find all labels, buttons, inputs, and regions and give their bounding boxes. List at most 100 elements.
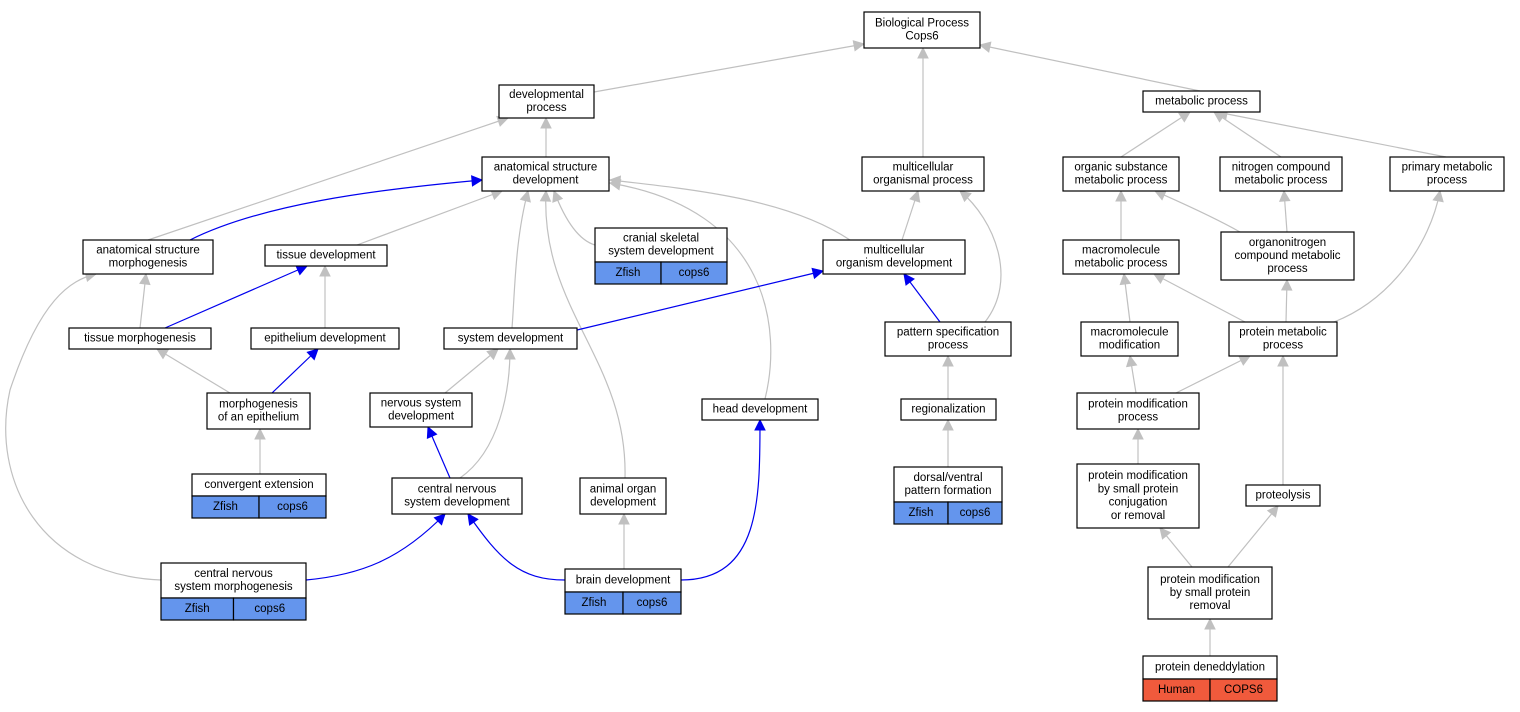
edge-pmodp-to-prmp bbox=[1175, 355, 1252, 394]
node-label-line: multicellular bbox=[893, 161, 954, 173]
node-label-line: Biological Process bbox=[875, 17, 969, 29]
arrowhead-icon bbox=[618, 512, 630, 525]
node-label-line: pattern specification bbox=[897, 326, 999, 338]
arrowhead-icon bbox=[552, 189, 564, 203]
node-label-line: dorsal/ventral bbox=[913, 472, 982, 484]
node-label-line: protein modification bbox=[1088, 470, 1188, 482]
node-box bbox=[1076, 392, 1200, 430]
edge-mm-to-mmp bbox=[1119, 272, 1132, 323]
edge-psp-to-mop bbox=[959, 190, 1002, 323]
edge-mod-to-asd bbox=[608, 175, 851, 241]
cell-label: Zfish bbox=[213, 501, 238, 513]
node-box bbox=[391, 477, 523, 515]
go-term-node-sd[interactable]: system development bbox=[443, 327, 578, 350]
edge-pmspr-to-prot bbox=[1227, 505, 1279, 568]
edge-line bbox=[271, 348, 319, 394]
edge-dev-to-bp bbox=[593, 40, 866, 93]
edge-asd-to-dev bbox=[540, 116, 552, 157]
edge-line bbox=[979, 44, 1201, 92]
edge-aod-to-asd bbox=[539, 189, 626, 479]
node-label-line: by small protein bbox=[1170, 587, 1251, 599]
node-label-line: protein modification bbox=[1088, 398, 1188, 410]
cell-label: Human bbox=[1158, 684, 1195, 696]
annotation-cell-zfish: cops6 bbox=[258, 495, 327, 519]
node-label-line: primary metabolic bbox=[1402, 161, 1493, 173]
arrowhead-icon bbox=[978, 41, 992, 53]
edge-tm-to-td bbox=[164, 264, 309, 329]
arrowhead-icon bbox=[1153, 190, 1167, 201]
node-label-line: organic substance bbox=[1074, 161, 1167, 173]
node-label-line: removal bbox=[1190, 600, 1231, 612]
go-term-node-met[interactable]: metabolic process bbox=[1142, 90, 1261, 113]
node-box bbox=[82, 239, 214, 275]
edge-line bbox=[5, 273, 162, 581]
arrowhead-icon bbox=[1159, 527, 1172, 540]
node-box bbox=[863, 11, 981, 49]
node-box bbox=[1245, 484, 1321, 507]
annotation-cell-zfish: Zfish bbox=[893, 501, 949, 525]
edge-line bbox=[959, 190, 1002, 323]
node-label-line: multicellular bbox=[864, 244, 925, 256]
node-box bbox=[1219, 156, 1343, 192]
go-term-node-ed[interactable]: epithelium development bbox=[250, 327, 400, 350]
edge-ce-to-moe bbox=[254, 427, 266, 474]
go-term-node-td[interactable]: tissue development bbox=[264, 244, 388, 267]
edge-pmsp-to-pmodp bbox=[1132, 427, 1144, 464]
node-box bbox=[1228, 321, 1338, 357]
edge-line bbox=[356, 190, 503, 246]
go-term-node-prot[interactable]: proteolysis bbox=[1245, 484, 1321, 507]
node-label-line: macromolecule bbox=[1082, 244, 1160, 256]
node-label-line: nitrogen compound bbox=[1232, 161, 1330, 173]
arrowhead-icon bbox=[1432, 189, 1444, 203]
edge-nsd-to-sd bbox=[444, 348, 499, 394]
go-term-node-tm[interactable]: tissue morphogenesis bbox=[68, 327, 212, 350]
arrowhead-icon bbox=[754, 418, 766, 431]
arrowhead-icon bbox=[156, 348, 169, 360]
go-term-node-hd[interactable]: head development bbox=[701, 398, 819, 421]
go-term-node-reg[interactable]: regionalization bbox=[900, 398, 997, 421]
arrowhead-icon bbox=[811, 267, 825, 280]
node-label-line: compound metabolic bbox=[1234, 250, 1340, 262]
arrowhead-icon bbox=[1280, 278, 1293, 291]
arrowhead-icon bbox=[295, 264, 309, 276]
node-label-line: conjugation bbox=[1109, 497, 1168, 509]
edge-asm-to-dev bbox=[147, 115, 510, 241]
edge-line bbox=[1120, 111, 1191, 158]
edge-line bbox=[147, 117, 509, 241]
edge-line bbox=[680, 419, 761, 581]
edge-ncmp-to-met bbox=[1213, 111, 1282, 158]
annotation-cell-zfish: cops6 bbox=[660, 261, 728, 285]
annotation-cell-zfish: cops6 bbox=[947, 501, 1003, 525]
edge-line bbox=[1227, 505, 1279, 568]
node-label-line: central nervous bbox=[194, 568, 273, 580]
annotation-cell-human: Human bbox=[1142, 678, 1211, 702]
edge-line bbox=[459, 348, 511, 479]
